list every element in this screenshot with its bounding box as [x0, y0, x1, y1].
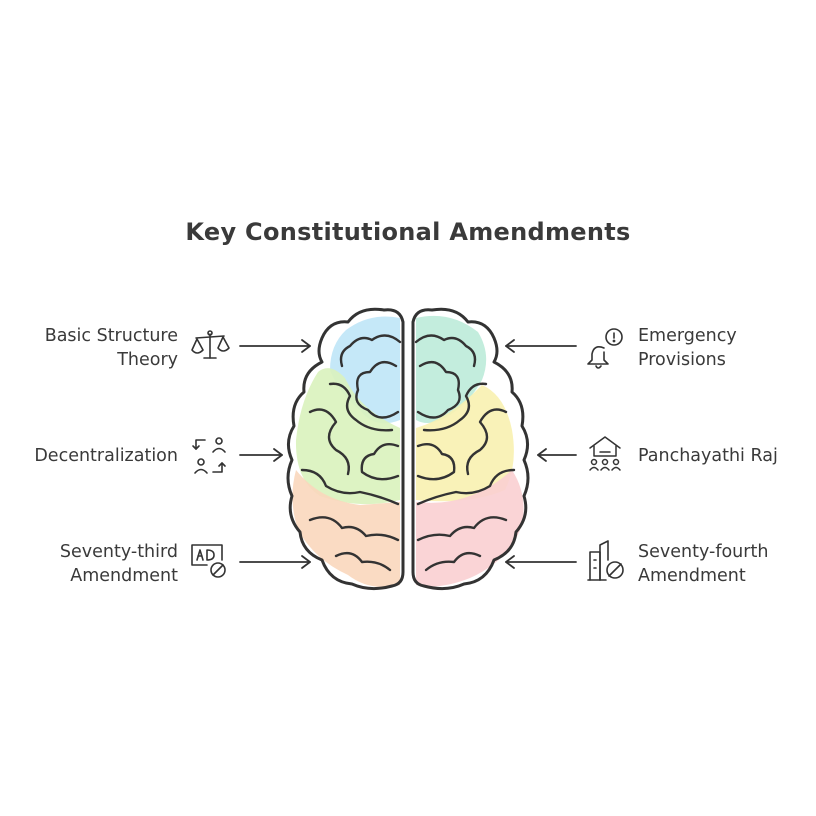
label-seventy-third: Seventy-third Amendment — [59, 542, 178, 586]
fill-lightgreen — [295, 368, 400, 505]
right-hemisphere-outline — [411, 307, 530, 591]
arrow-decentralization — [239, 448, 283, 462]
arrow-basic-structure — [239, 339, 311, 353]
brain-outline — [286, 307, 530, 591]
label-decentralization: Decentralization — [34, 446, 178, 466]
brain-folds — [300, 334, 516, 572]
arrows — [239, 339, 577, 569]
fill-yellow — [416, 385, 514, 502]
fill-teal — [416, 315, 487, 424]
label-emergency: Emergency Provisions — [638, 326, 737, 370]
ad-blocked-icon — [191, 544, 226, 578]
diagram-title: Key Constitutional Amendments — [185, 218, 631, 246]
fill-peach — [292, 470, 400, 588]
arrow-emergency — [505, 339, 577, 353]
scales-icon — [191, 330, 230, 359]
city-blocked-icon — [587, 540, 624, 581]
label-panchayathi: Panchayathi Raj — [638, 446, 778, 466]
label-basic-structure: Basic Structure Theory — [44, 326, 178, 370]
arrow-seventy-fourth — [505, 555, 577, 569]
arrow-panchayathi — [537, 448, 577, 462]
left-hemisphere-outline — [286, 307, 405, 591]
label-seventy-fourth: Seventy-fourth Amendment — [638, 542, 769, 586]
alert-bell-icon — [587, 328, 623, 369]
arrow-seventy-third — [239, 555, 311, 569]
exchange-people-icon — [192, 437, 226, 474]
brain-color-fills — [292, 315, 524, 588]
village-meeting-icon — [589, 436, 621, 471]
